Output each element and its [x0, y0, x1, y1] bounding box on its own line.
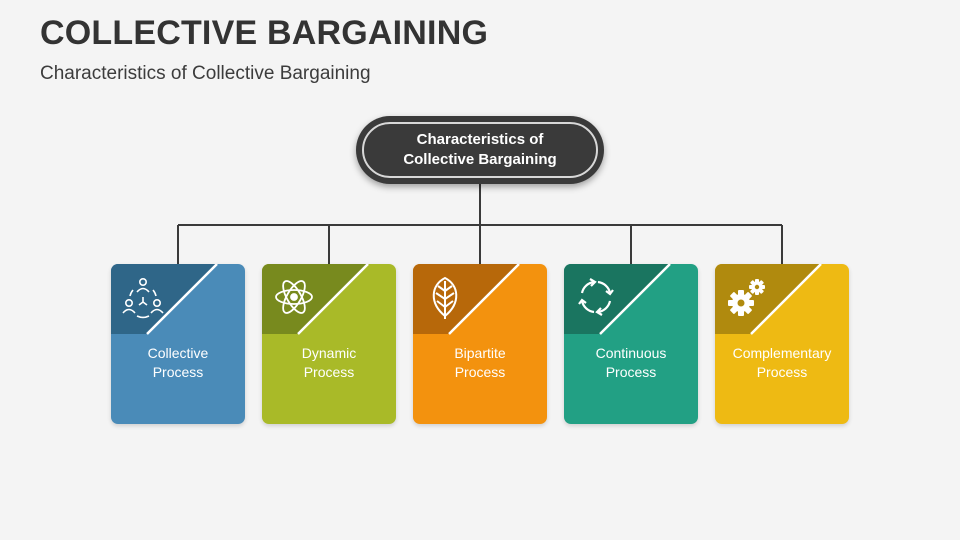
- team-cycle-icon: [122, 278, 164, 319]
- page-title: COLLECTIVE BARGAINING: [40, 14, 489, 52]
- card-label: Complementary Process: [732, 345, 832, 380]
- card-continuous-process: Continuous Process: [564, 264, 698, 424]
- gears-icon: [728, 279, 765, 316]
- card-complementary-process: Complementary Process: [715, 264, 849, 424]
- central-node-label: Characteristics of Collective Bargaining: [403, 131, 557, 168]
- card-corner-accent: [564, 264, 671, 335]
- card-corner-accent: [715, 264, 822, 335]
- atom-icon: [275, 280, 313, 314]
- card-collective-process: Collective Process: [111, 264, 245, 424]
- card-label: Bipartite Process: [454, 345, 506, 380]
- card-label: Collective Process: [147, 345, 209, 380]
- page-subtitle: Characteristics of Collective Bargaining: [40, 63, 371, 84]
- leaf-icon: [432, 276, 458, 319]
- central-node-frame: Characteristics of Collective Bargaining: [362, 122, 598, 178]
- card-dynamic-process: Dynamic Process: [262, 264, 396, 424]
- card-label: Dynamic Process: [301, 345, 357, 380]
- refresh-arrows-icon: [578, 278, 614, 316]
- card-bipartite-process: Bipartite Process: [413, 264, 547, 424]
- card-label: Continuous Process: [595, 345, 667, 380]
- central-node: Characteristics of Collective Bargaining: [356, 116, 604, 184]
